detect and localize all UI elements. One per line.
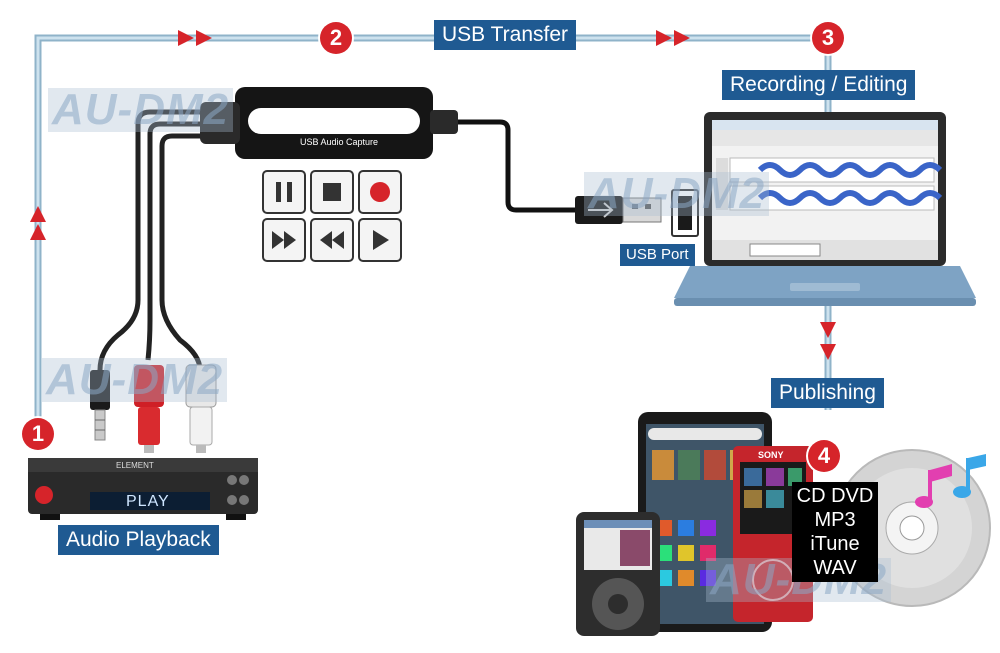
rewind-icon [310,218,354,262]
record-icon [358,170,402,214]
audio-cable-c [159,133,240,371]
format-cd-dvd: CD DVD [796,485,874,507]
music-notes-icon [915,454,986,508]
arrow-right-1 [178,30,212,46]
dongle-pc-label: PC [256,114,269,124]
usb-plug [575,196,662,224]
usb-transfer-label: USB Transfer [434,20,577,50]
step-1-badge: 1 [22,418,54,450]
ipod [576,512,660,636]
dongle-audio-label: Audio [392,114,416,124]
step-3-badge: 3 [812,22,844,54]
step-2-badge: 2 [320,22,352,54]
audio-playback-label: Audio Playback [58,525,219,555]
publishing-label: Publishing [771,378,884,408]
formats-box: CD DVD MP3 iTune WAV [792,482,878,582]
audio-player [28,458,258,520]
play-icon [358,218,402,262]
arrow-right-2 [656,30,690,46]
arrow-down [820,322,836,360]
stop-icon [310,170,354,214]
player-display: PLAY [126,493,170,510]
usb-port-label: USB Port [620,244,695,266]
audio-cable-b [145,121,240,361]
format-wav: WAV [813,557,857,579]
pause-icon [262,170,306,214]
dongle-name-label: USB Audio Capture [300,137,379,147]
rca-red-plug [134,365,164,453]
format-mp3: MP3 [814,509,856,531]
format-itune: iTune [810,533,860,555]
arrow-up [30,206,46,240]
fast-forward-icon [262,218,306,262]
watermark-2: AU-DM2 [584,172,770,216]
player-brand: ELEMENT [116,461,154,470]
laptop [674,112,976,306]
watermark-1: AU-DM2 [48,88,234,132]
usb-capture-dongle [200,87,458,159]
aux-jack [90,370,110,441]
usb-port [671,189,699,237]
step-4-badge: 4 [808,440,840,472]
recording-editing-label: Recording / Editing [722,70,916,100]
walkman-brand: SONY [758,450,784,460]
watermark-3: AU-DM2 [42,358,228,402]
audio-cable-a [97,109,240,371]
usb-cable [455,119,578,213]
rca-white-plug [185,364,217,453]
